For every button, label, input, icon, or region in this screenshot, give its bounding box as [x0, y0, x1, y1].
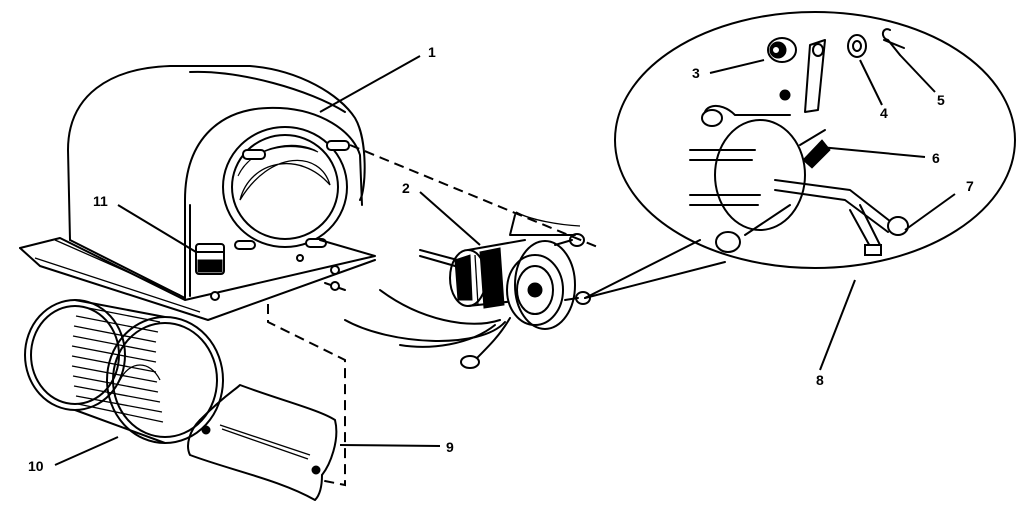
callout-8: 8: [816, 372, 824, 388]
callout-7: 7: [966, 178, 974, 194]
callout-10: 10: [28, 458, 44, 474]
callout-4: 4: [880, 105, 888, 121]
callout-9: 9: [446, 439, 454, 455]
callout-11: 11: [93, 193, 108, 209]
detail-bubble: [584, 11, 1016, 299]
blower-housing: [19, 65, 376, 321]
callout-2: 2: [402, 180, 410, 196]
assembly-line-plate: [267, 304, 346, 487]
blower-motor: [344, 211, 591, 369]
callout-5: 5: [937, 92, 945, 108]
leader-lines: [54, 54, 956, 466]
callouts: 1 2 3 4 5 6 7 8 9 10 11: [28, 44, 974, 474]
callout-3: 3: [692, 65, 700, 81]
blower-wheel: [24, 299, 224, 444]
cutoff-plate: [187, 384, 338, 501]
callout-1: 1: [428, 44, 436, 60]
assembly-line-motor: [349, 144, 601, 249]
callout-6: 6: [932, 150, 940, 166]
